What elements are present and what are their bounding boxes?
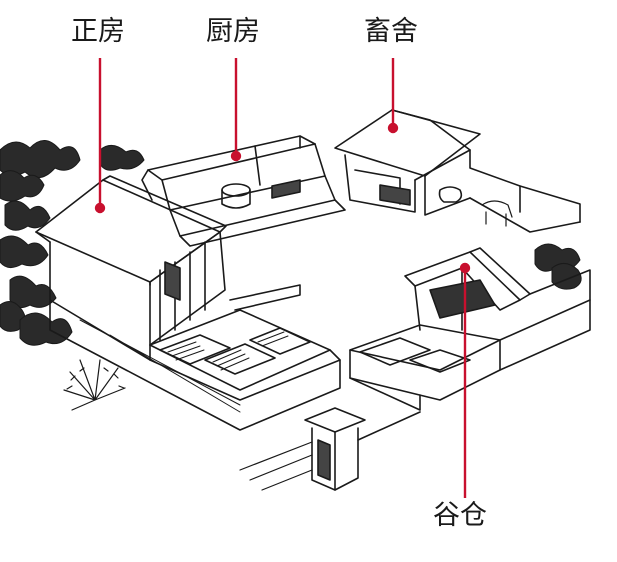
leader-dot-kitchen — [230, 150, 242, 162]
tree-cluster-left — [0, 140, 145, 346]
main-house — [35, 175, 341, 431]
label-livestock-shed: 畜舍 — [364, 16, 418, 47]
front-gate — [239, 407, 421, 491]
livestock-shed — [334, 109, 581, 233]
label-kitchen: 厨房 — [206, 16, 260, 47]
label-leaders — [94, 58, 471, 498]
label-granary: 谷仓 — [433, 500, 487, 531]
granary — [349, 247, 591, 411]
palm-plant — [63, 359, 126, 411]
leader-dot-granary — [459, 262, 471, 274]
leader-dot-livestock-shed — [387, 122, 399, 134]
leader-dot-main-house — [94, 202, 106, 214]
label-main-house: 正房 — [71, 16, 125, 47]
